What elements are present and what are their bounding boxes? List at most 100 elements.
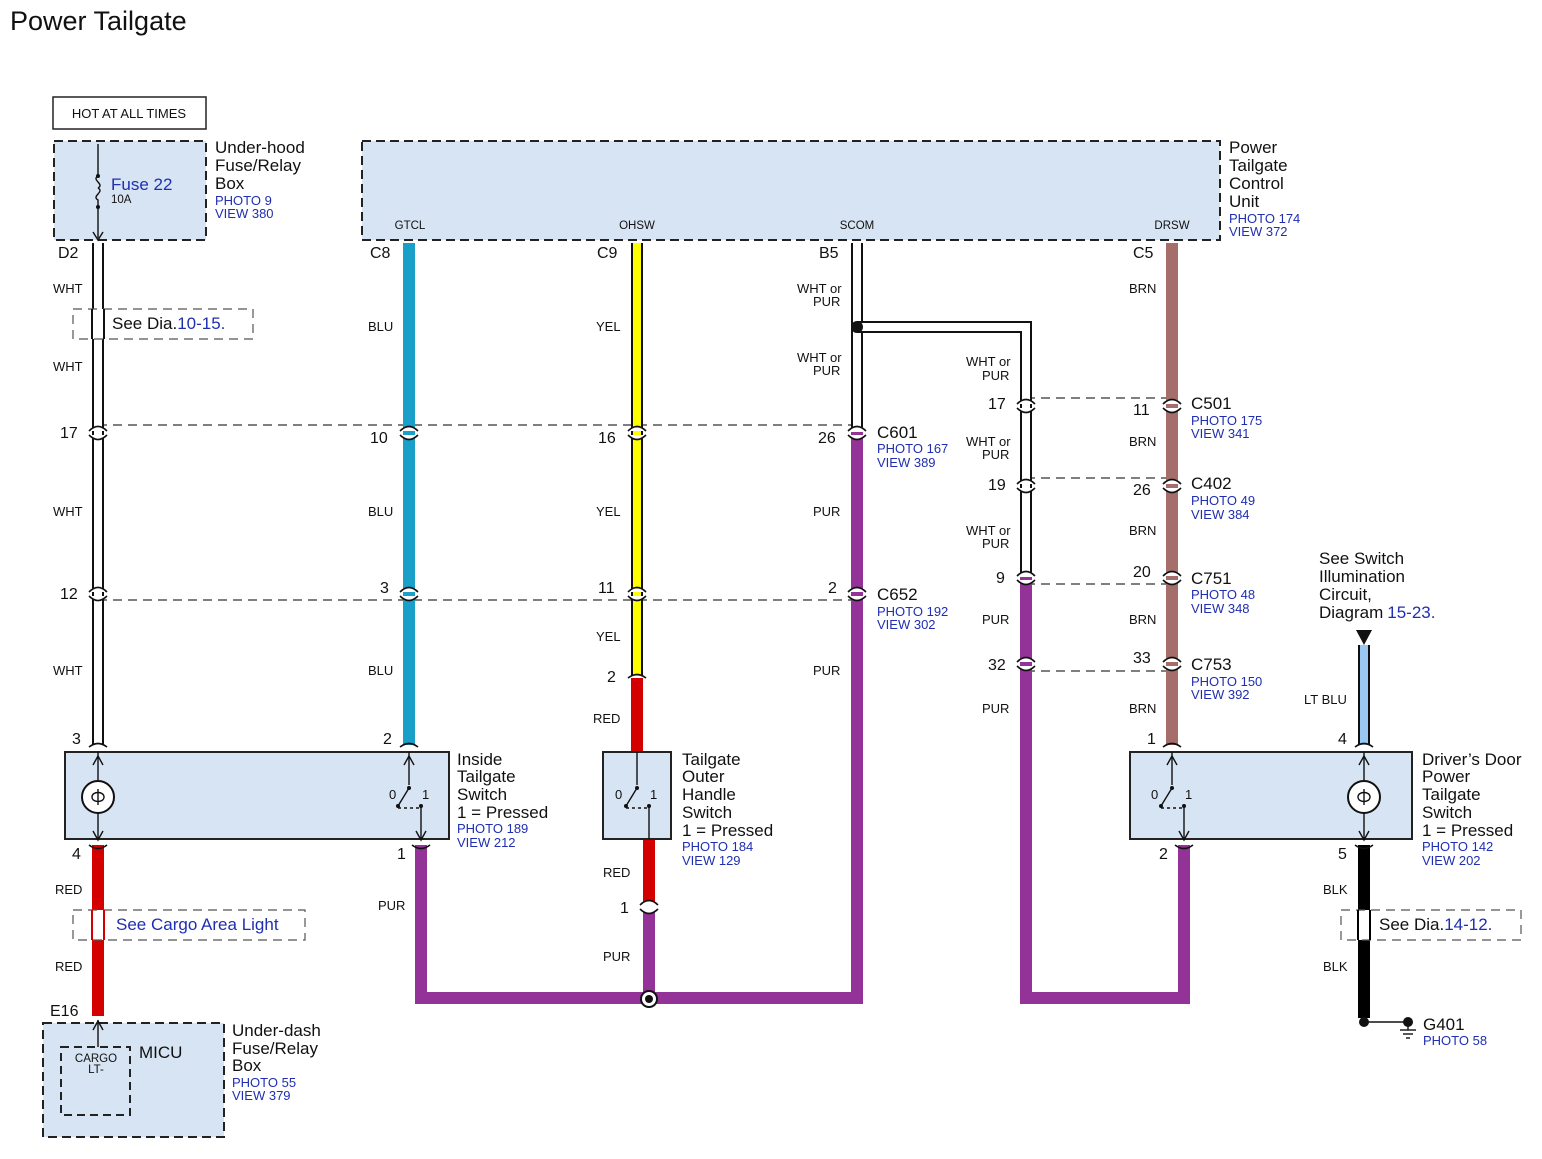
- inside-switch-name-1: Inside: [457, 750, 502, 769]
- c753-photo: PHOTO 150: [1191, 674, 1262, 689]
- terminal-caps: [88, 673, 1374, 850]
- c501-name: C501: [1191, 394, 1232, 413]
- inside-switch-pos0: 0: [389, 787, 396, 802]
- connector-c9: C9: [597, 245, 618, 262]
- inside-switch-name-2: Tailgate: [457, 767, 516, 786]
- signal-scom: SCOM: [840, 220, 875, 232]
- connector-c8: C8: [370, 245, 391, 262]
- pin-outer-2: 2: [607, 669, 616, 686]
- pin-w5-c501: 17: [988, 396, 1006, 413]
- label-yel-1: YEL: [596, 319, 621, 334]
- micu-cargo-box: [60, 1046, 131, 1116]
- inside-switch-view[interactable]: VIEW 212: [457, 835, 516, 850]
- label-pur-4: PUR: [813, 663, 840, 678]
- label-wht-4: WHT: [53, 663, 83, 678]
- label-wht-2: WHT: [53, 359, 83, 374]
- driver-switch-pos1: 1: [1185, 787, 1192, 802]
- c402-view: VIEW 384: [1191, 507, 1250, 522]
- pin-w6-c402: 26: [1133, 482, 1151, 499]
- label-wht-1: WHT: [53, 281, 83, 296]
- pin-w4-c652: 2: [828, 580, 837, 597]
- control-unit-name-3: Control: [1229, 174, 1284, 193]
- driver-switch-photo[interactable]: PHOTO 142: [1422, 839, 1493, 854]
- ground-photo[interactable]: PHOTO 58: [1423, 1033, 1487, 1048]
- c402-name: C402: [1191, 474, 1232, 493]
- pin-w1-c652: 12: [60, 586, 78, 603]
- signal-drsw: DRSW: [1154, 220, 1189, 232]
- micu-view[interactable]: VIEW 379: [232, 1088, 291, 1103]
- arrow-down-icon: [1356, 630, 1372, 645]
- pin-micu-e16: E16: [50, 1003, 79, 1020]
- label-blu-1: BLU: [368, 319, 393, 334]
- see-cargo-area-light-link: See Cargo Area Light: [116, 915, 279, 934]
- micu-name: MICU: [139, 1043, 182, 1062]
- illum-ref-2: Illumination: [1319, 567, 1405, 586]
- inside-switch-name-4: 1 = Pressed: [457, 803, 548, 822]
- fuse-box: [53, 140, 207, 241]
- see-dia-10-15[interactable]: See Dia.10-15.: [72, 308, 254, 340]
- fuse-box-name-2: Fuse/Relay: [215, 156, 301, 175]
- fuse-box-view[interactable]: VIEW 380: [215, 206, 274, 221]
- illum-ref-4-prefix: Diagram: [1319, 603, 1383, 622]
- pin-w6-c501: 11: [1133, 402, 1150, 419]
- micu-input-arrow-icon: [92, 1019, 104, 1047]
- see-dia-14-12-link: 14-12.: [1444, 915, 1492, 934]
- c751-view: VIEW 348: [1191, 601, 1250, 616]
- label-red-2: RED: [603, 865, 630, 880]
- signal-ohsw: OHSW: [619, 220, 655, 232]
- illum-ref-4-link[interactable]: 15-23.: [1387, 603, 1435, 622]
- see-switch-illumination: See Switch Illumination Circuit, Diagram…: [1319, 549, 1435, 622]
- c601-photo: PHOTO 167: [877, 441, 948, 456]
- label-pur-2: PUR: [378, 898, 405, 913]
- svg-text:See Dia.10-15.: See Dia.10-15.: [112, 314, 225, 333]
- c753-name: C753: [1191, 655, 1232, 674]
- c751-name: C751: [1191, 569, 1232, 588]
- control-unit-photo[interactable]: PHOTO 174: [1229, 211, 1300, 226]
- label-yel-2: YEL: [596, 504, 621, 519]
- micu-photo[interactable]: PHOTO 55: [232, 1075, 296, 1090]
- see-dia-14-12[interactable]: See Dia.14-12.: [1340, 909, 1522, 941]
- pin-drv-4: 4: [1338, 731, 1347, 748]
- c601-name: C601: [877, 423, 918, 442]
- label-whtor-1a: WHT or: [797, 281, 842, 296]
- see-cargo-area-light[interactable]: See Cargo Area Light: [72, 909, 306, 941]
- micu-box-name-1: Under-dash: [232, 1021, 321, 1040]
- driver-switch-name-1: Driver’s Door: [1422, 750, 1522, 769]
- label-whtor-3a: WHT or: [966, 354, 1011, 369]
- inside-switch-photo[interactable]: PHOTO 189: [457, 821, 528, 836]
- label-blu-3: BLU: [368, 663, 393, 678]
- see-dia-14-12-prefix: See Dia.: [1379, 915, 1444, 934]
- label-whtor-5b: PUR: [982, 536, 1009, 551]
- label-whtor-2a: WHT or: [797, 350, 842, 365]
- label-red-4: RED: [55, 959, 82, 974]
- outer-switch-name-2: Outer: [682, 767, 725, 786]
- diagram-title: Power Tailgate: [10, 6, 187, 36]
- outer-switch-photo[interactable]: PHOTO 184: [682, 839, 753, 854]
- pin-drv-2: 2: [1159, 846, 1168, 863]
- outer-switch-name-3: Handle: [682, 785, 736, 804]
- c601-view: VIEW 389: [877, 455, 936, 470]
- driver-switch-view[interactable]: VIEW 202: [1422, 853, 1481, 868]
- pin-outer-1: 1: [620, 900, 629, 917]
- micu-box-name-2: Fuse/Relay: [232, 1039, 318, 1058]
- pin-w2-c601: 10: [370, 430, 388, 447]
- see-dia-10-15-prefix: See Dia.: [112, 314, 177, 333]
- fuse-box-photo[interactable]: PHOTO 9: [215, 193, 272, 208]
- label-brn-5: BRN: [1129, 701, 1156, 716]
- label-red-3: RED: [55, 882, 82, 897]
- wire-ltblu: [1356, 630, 1372, 745]
- pin-w5-c753: 32: [988, 657, 1006, 674]
- control-unit-view[interactable]: VIEW 372: [1229, 224, 1288, 239]
- wire-labels: WHT WHT WHT WHT BLU BLU BLU YEL YEL YEL …: [53, 281, 1348, 974]
- outer-switch-name-5: 1 = Pressed: [682, 821, 773, 840]
- label-pur-1: PUR: [603, 949, 630, 964]
- label-brn-3: BRN: [1129, 523, 1156, 538]
- c501-photo: PHOTO 175: [1191, 413, 1262, 428]
- label-wht-3: WHT: [53, 504, 83, 519]
- c652-photo: PHOTO 192: [877, 604, 948, 619]
- outer-switch-view[interactable]: VIEW 129: [682, 853, 741, 868]
- c652-view: VIEW 302: [877, 617, 936, 632]
- label-blk-2: BLK: [1323, 959, 1348, 974]
- inside-switch-icon: 0 1: [389, 752, 429, 842]
